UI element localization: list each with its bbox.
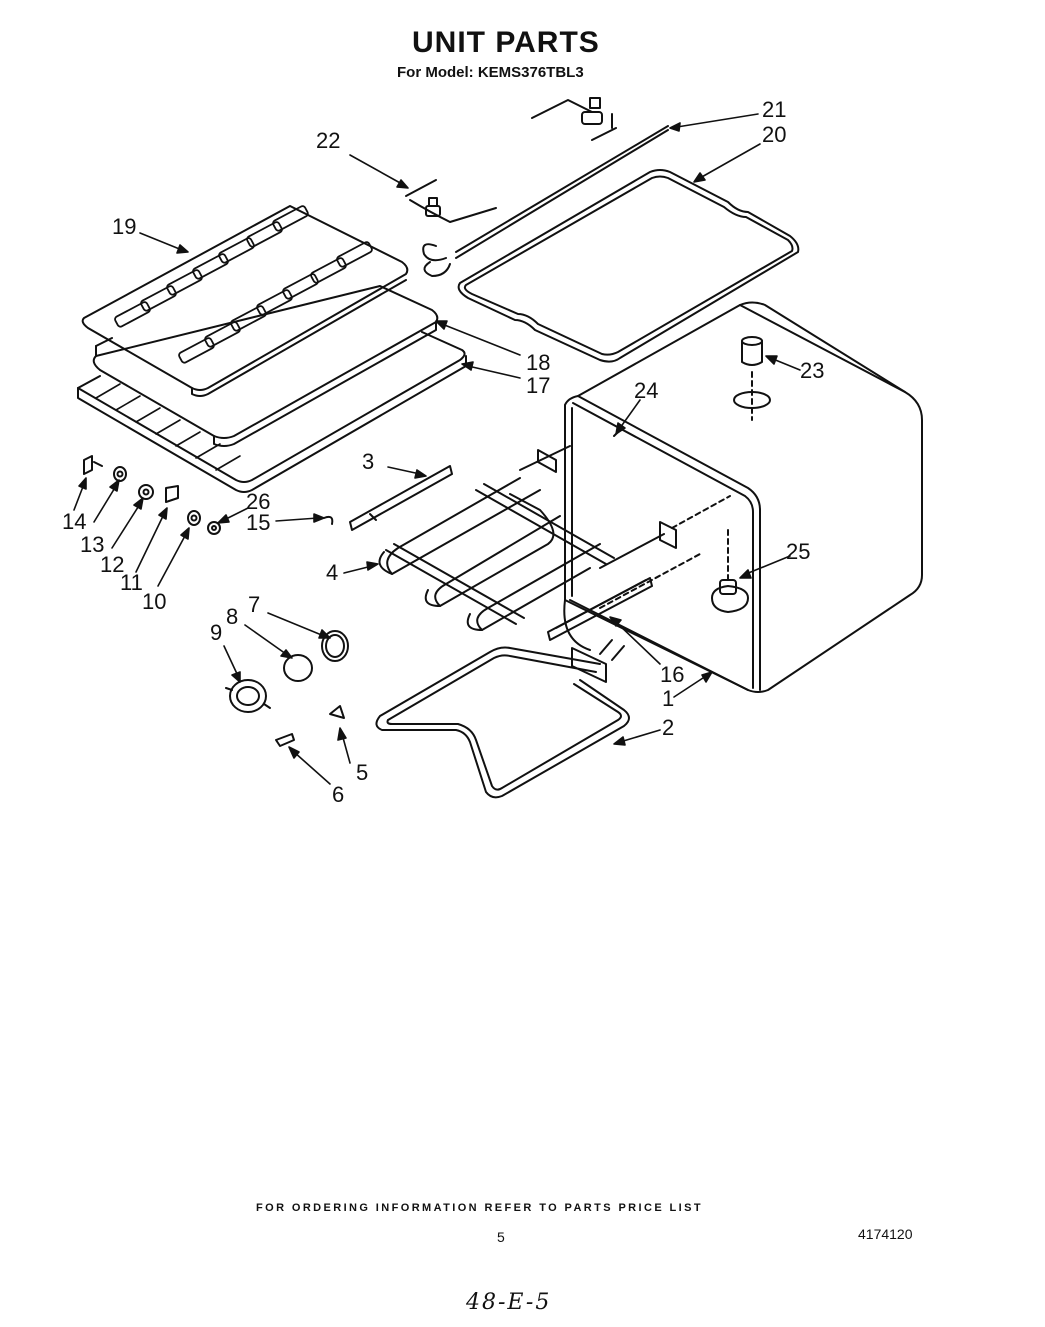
part-label-23: 23 [800,358,824,383]
part-label-16: 16 [660,662,684,687]
broil-element-drawing [378,445,731,631]
part-label-9: 9 [210,620,222,645]
part-label-11: 11 [120,570,143,595]
part-label-8: 8 [226,604,238,629]
part-label-6: 6 [332,782,344,807]
vent-cap-drawing [741,336,763,366]
part-label-19: 19 [112,214,136,239]
model-subtitle: For Model: KEMS376TBL3 [397,64,584,81]
part-labels: 21 20 22 19 18 17 23 24 25 3 26 15 14 13… [62,97,824,807]
part-label-17: 17 [526,373,550,398]
part-label-3: 3 [362,449,374,474]
leader-lines [73,113,801,785]
part-label-15: 15 [246,510,270,535]
part-label-18: 18 [526,350,550,375]
part-label-24: 24 [634,378,658,403]
bake-element-drawing [375,639,630,799]
part-label-25: 25 [786,539,810,564]
page-number: 5 [497,1229,505,1245]
door-gasket-drawing [457,169,800,363]
element-bracket-drawing [547,553,701,641]
part-label-1: 1 [662,686,674,711]
part-label-21: 21 [762,97,786,122]
bracket-drawing [349,465,453,531]
page-title: UNIT PARTS [412,26,600,59]
oven-cavity-drawing [563,301,923,693]
part-label-20: 20 [762,122,786,147]
small-hardware-drawing [83,455,349,747]
part-label-4: 4 [326,560,338,585]
part-label-2: 2 [662,715,674,740]
part-label-13: 13 [80,532,104,557]
part-label-22: 22 [316,128,340,153]
ordering-note: FOR ORDERING INFORMATION REFER TO PARTS … [256,1202,703,1214]
part-label-12: 12 [100,552,124,577]
part-label-26: 26 [246,489,270,514]
oven-rack-drawing [77,331,467,493]
broiler-grid-drawing [81,205,409,397]
handwritten-note: 48-E-5 [466,1290,552,1315]
part-label-7: 7 [248,592,260,617]
sensor-assembly-drawing [405,97,669,277]
part-label-5: 5 [356,760,368,785]
part-label-14: 14 [62,509,86,534]
part-label-10: 10 [142,589,166,614]
broiler-pan-drawing [92,285,439,447]
document-number: 4174120 [858,1226,913,1242]
